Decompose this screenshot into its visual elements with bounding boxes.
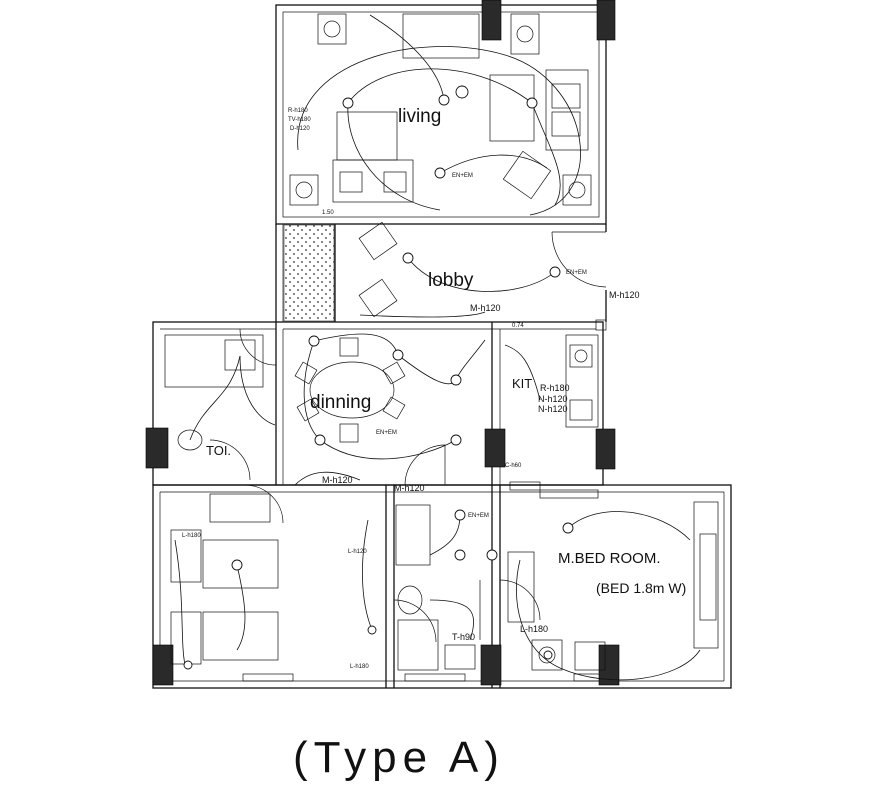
room-label-master-bedroom: M.BED ROOM. <box>558 550 661 567</box>
label-in-em-dining: EN+EM <box>376 430 397 436</box>
doors <box>209 231 607 643</box>
label-m-h120-right: M-h120 <box>609 290 640 300</box>
plan-caption: (Type A) <box>293 733 505 782</box>
label-m-h120-mid: M-h120 <box>322 475 353 485</box>
label-t-h90: T-h90 <box>452 632 475 642</box>
room-label-living: living <box>398 106 441 127</box>
label-l-h180-b: L-h180 <box>350 664 369 670</box>
room-label-kitchen: KIT <box>512 376 532 391</box>
label-l-h180: L-h180 <box>520 624 548 634</box>
bed-size-label: (BED 1.8m W) <box>596 580 686 596</box>
label-r-h180-living: R-h180 <box>288 108 308 114</box>
label-d-h120: D-h120 <box>290 126 310 132</box>
label-in-em-bath: EN+EM <box>468 513 489 519</box>
label-tv-h180: TV-h180 <box>288 117 311 123</box>
label-c-h60: C-h60 <box>505 463 522 469</box>
room-label-lobby: lobby <box>428 270 474 291</box>
room-label-toilet: TOI. <box>206 443 231 458</box>
electrical-wiring <box>174 14 701 681</box>
room-label-dinning: dinning <box>310 392 371 413</box>
label-in-em-living: EN+EM <box>452 173 473 179</box>
label-l-h180-a: L-h180 <box>182 533 201 539</box>
label-in-em-lobby: EN+EM <box>566 270 587 276</box>
label-dim-074: 0.74 <box>512 323 524 329</box>
structural-columns <box>145 0 620 686</box>
duct-hatch <box>283 224 335 322</box>
label-dim-150: 1.50 <box>322 210 334 216</box>
label-m-h120-bath: M-h120 <box>394 483 425 493</box>
annotations: M-h120 M-h120 M-h120 M-h120 0.74 R-h180 … <box>182 108 640 670</box>
label-r-h180: R-h180 <box>540 383 570 393</box>
label-m-h120-lobby: M-h120 <box>470 303 501 313</box>
furniture <box>170 13 719 671</box>
label-n-h120-a: N-h120 <box>538 394 568 404</box>
label-l-h120: L-h120 <box>348 549 367 555</box>
light-fixtures <box>183 85 574 670</box>
label-n-h120-b: N-h120 <box>538 404 568 414</box>
